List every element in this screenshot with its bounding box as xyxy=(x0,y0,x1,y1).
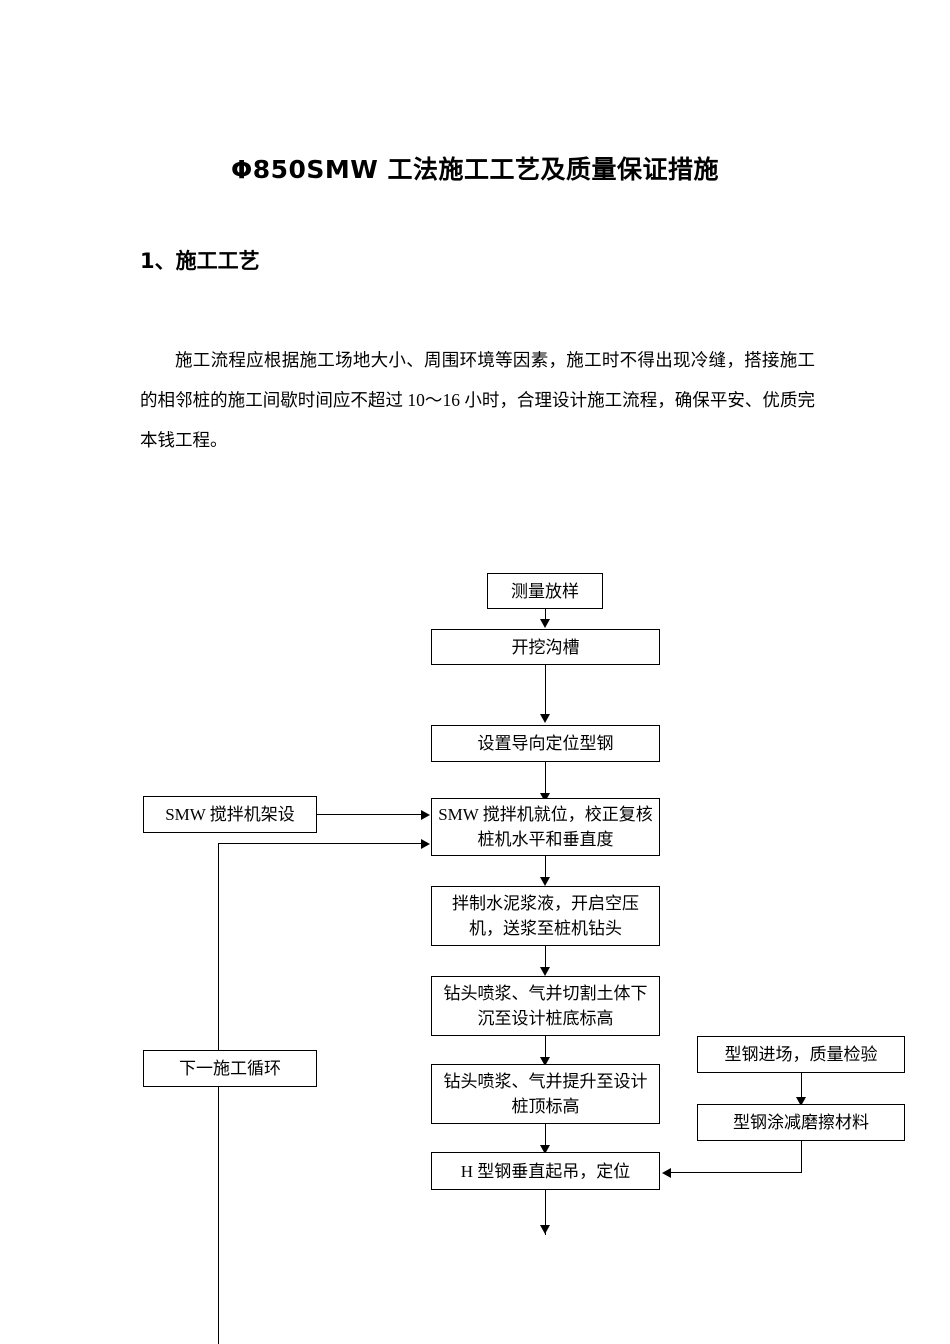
connector-n6-n7 xyxy=(545,946,546,968)
connector-n8-n12 xyxy=(545,1124,546,1146)
arrow-n8-n12 xyxy=(540,1145,550,1154)
arrow-n5-n6 xyxy=(540,877,550,886)
flow-node-label: 设置导向定位型钢 xyxy=(477,734,614,753)
flow-node-steel-arrival-inspection: 型钢进场，质量检验 xyxy=(697,1036,905,1073)
arrow-n11-n12 xyxy=(662,1168,671,1178)
connector-n3-n5 xyxy=(545,762,546,794)
arrow-n3-n5 xyxy=(540,793,550,802)
arrow-n6-n7 xyxy=(540,967,550,976)
flow-node-drill-sink: 钻头喷浆、气并切割土体下沉至设计桩底标高 xyxy=(431,976,660,1036)
flow-node-label: 拌制水泥浆液，开启空压机，送浆至桩机钻头 xyxy=(452,894,639,938)
connector-n1-n2 xyxy=(545,609,546,621)
connector-n12-down xyxy=(545,1190,546,1235)
flow-node-label: 钻头喷浆、气并提升至设计桩顶标高 xyxy=(443,1072,648,1116)
flow-node-guide-steel: 设置导向定位型钢 xyxy=(431,725,660,762)
flow-node-label: 钻头喷浆、气并切割土体下沉至设计桩底标高 xyxy=(443,984,648,1028)
flow-node-label: 型钢进场，质量检验 xyxy=(724,1045,878,1064)
flow-node-drill-lift: 钻头喷浆、气并提升至设计桩顶标高 xyxy=(431,1064,660,1124)
flow-node-mixer-positioning: SMW 搅拌机就位，校正复核桩机水平和垂直度 xyxy=(431,798,660,856)
flow-node-steel-coating: 型钢涂减磨擦材料 xyxy=(697,1104,905,1141)
flow-node-label: 开挖沟槽 xyxy=(511,637,580,657)
arrow-n1-n2 xyxy=(540,619,550,628)
body-paragraph: 施工流程应根据施工场地大小、周围环境等因素，施工时不得出现冷缝，搭接施工的相邻桩… xyxy=(140,350,815,450)
flow-node-h-steel-hoist: H 型钢垂直起吊，定位 xyxy=(431,1152,660,1190)
arrow-loop-return xyxy=(421,839,430,849)
connector-n4-n5 xyxy=(317,814,422,815)
flow-node-label: SMW 搅拌机就位，校正复核桩机水平和垂直度 xyxy=(438,805,653,849)
arrow-n10-n11 xyxy=(796,1097,806,1106)
flow-node-mixer-erection: SMW 搅拌机架设 xyxy=(143,796,317,833)
arrow-n12-down xyxy=(540,1225,550,1234)
flow-node-label: H 型钢垂直起吊，定位 xyxy=(460,1161,631,1181)
arrow-n7-n8 xyxy=(540,1057,550,1066)
connector-n10-n11 xyxy=(801,1073,802,1098)
flow-node-cement-slurry: 拌制水泥浆液，开启空压机，送浆至桩机钻头 xyxy=(431,886,660,946)
connector-n5-n6 xyxy=(545,856,546,878)
connector-n11-n12-horizontal xyxy=(671,1172,802,1173)
arrow-n4-n5 xyxy=(421,810,430,820)
flow-node-survey-layout: 测量放样 xyxy=(487,573,603,609)
arrow-n2-n3 xyxy=(540,714,550,723)
loop-return-vertical xyxy=(218,843,219,1344)
section-heading-1: 1、施工工艺 xyxy=(140,249,260,273)
page-title: Φ850SMW 工法施工工艺及质量保证措施 xyxy=(230,155,720,184)
loop-return-horizontal xyxy=(218,843,422,844)
flow-node-label: 型钢涂减磨擦材料 xyxy=(733,1113,869,1132)
flow-node-label: SMW 搅拌机架设 xyxy=(165,805,295,824)
flow-node-excavate-trench: 开挖沟槽 xyxy=(431,629,660,665)
connector-n2-n3 xyxy=(545,665,546,715)
connector-n11-n12-vertical xyxy=(801,1141,802,1173)
connector-n7-n8 xyxy=(545,1036,546,1058)
flow-node-label: 下一施工循环 xyxy=(179,1059,281,1078)
flow-node-label: 测量放样 xyxy=(511,581,579,601)
flow-node-next-cycle: 下一施工循环 xyxy=(143,1050,317,1087)
